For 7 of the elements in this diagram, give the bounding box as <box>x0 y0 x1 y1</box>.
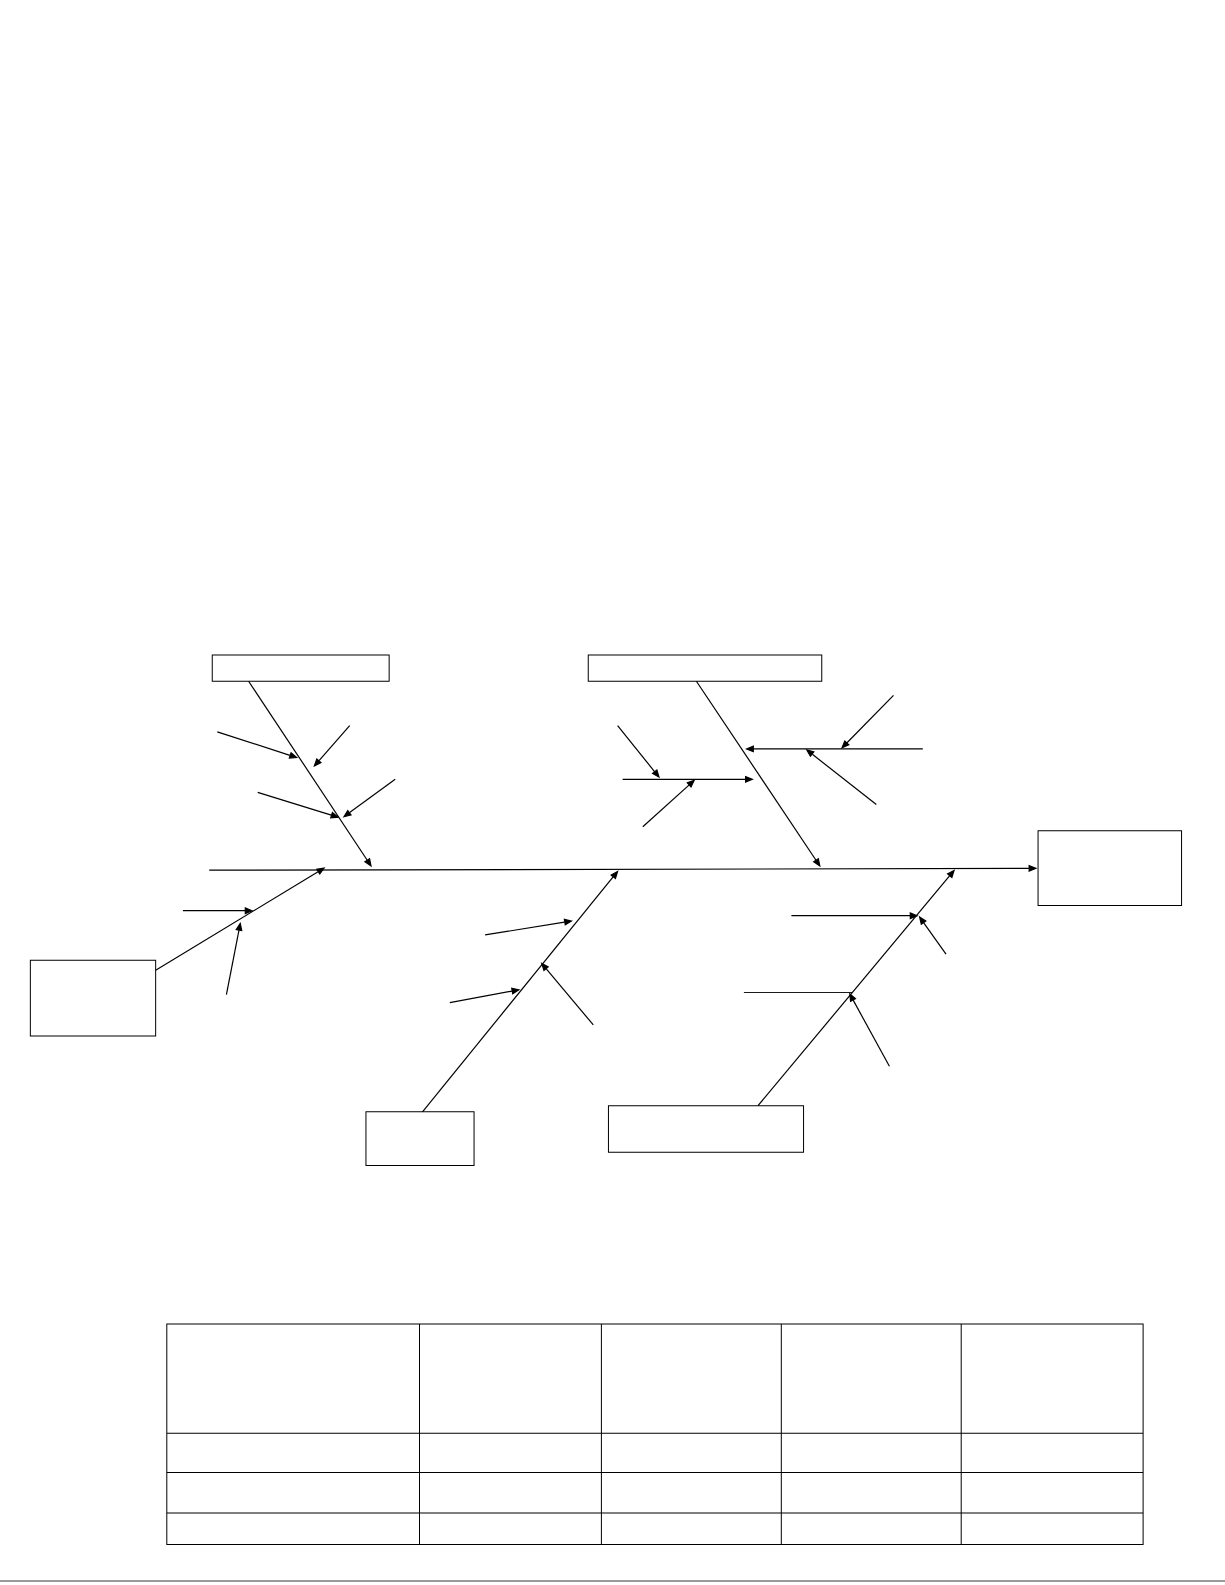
category-box <box>211 654 390 682</box>
category-box <box>607 1105 805 1153</box>
bone-arrow <box>421 870 619 1113</box>
category-box <box>1037 830 1183 907</box>
category-box <box>587 654 823 682</box>
category-box <box>29 959 157 1037</box>
category-box <box>365 1111 475 1166</box>
